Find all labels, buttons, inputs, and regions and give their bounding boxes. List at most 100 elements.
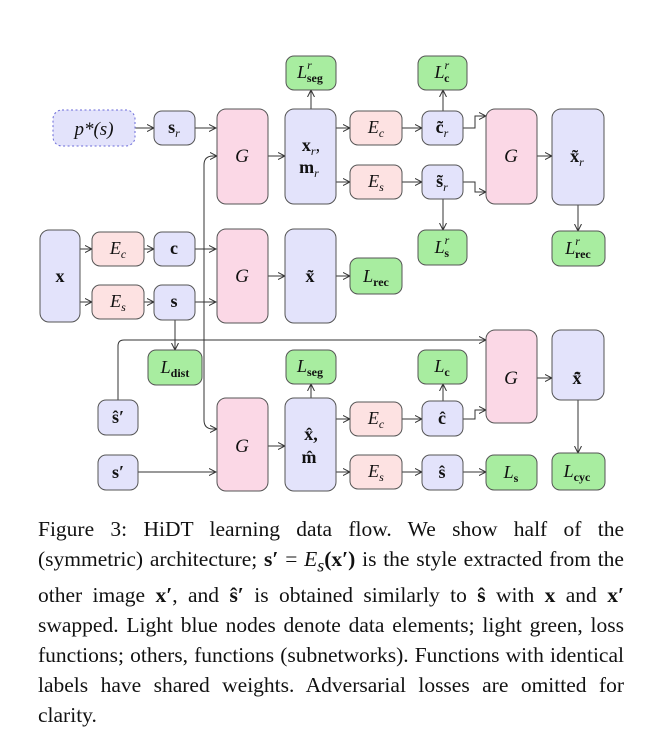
s-box [153,284,196,321]
edge-c-to-g-random [195,156,217,250]
svg-text:sr: sr [168,117,180,140]
encoder-content-x-node: Ec [91,231,145,267]
x-tilde-r-box [551,108,605,206]
svg-text:Es: Es [367,171,384,194]
encoder-content-hat-node: Ec [349,401,403,437]
loss-dist-node: Ldist [147,349,203,386]
loss-seg-box [285,349,337,385]
c-hat-node: ĉ [421,400,464,437]
caption-text-5: with [485,583,545,608]
s-hat-prime-label: ŝ′ [112,407,124,427]
s-prime-label: s′ [112,462,124,482]
s-hat-box [421,454,464,491]
c-tilde-r-box [421,110,464,146]
svg-text:Ec: Ec [109,238,127,261]
x-hat-tilde-node: x̂̃ [551,329,605,401]
mhat-label: m̂ [302,447,317,467]
caption-text-7: swapped. Light blue nodes denote data el… [38,613,624,728]
generator-random-node: G [216,108,269,205]
c-box [153,231,196,267]
svg-text:Lcyc: Lcyc [563,461,591,484]
loss-cyc-node: Lcyc [551,452,606,491]
s-prime-node: s′ [97,454,139,491]
svg-text:Ldist: Ldist [160,357,190,380]
svg-text:Lrc: Lrc [433,58,450,85]
caption-text-2: is the style extracted from the other im… [38,547,624,608]
loss-c-r-box [417,55,468,91]
xr-mr-box [284,108,337,205]
generator-cyc-label: G [504,368,518,389]
caption-text-1: Figure 3: HiDT learning data flow. We sh… [38,517,624,571]
svg-text:Es: Es [367,461,384,484]
s-hat-label: ŝ [438,462,445,482]
s-hat-prime-box [97,399,139,436]
xhat-label: x̂, [304,424,318,444]
c-tilde-r-node: c̃r [421,110,464,146]
caption-x-prime: x′ [155,583,173,608]
generator-swap-box [216,397,269,492]
loss-seg-node: Lseg [285,349,337,385]
generator-swap-label: G [235,436,249,457]
svg-text:Lrs: Lrs [434,233,450,260]
svg-text:Ec: Ec [367,117,385,140]
s-r-node: sr [153,110,196,146]
caption-text-4: is obtained similarly to [243,583,478,608]
encoder-style-r-node: Es [349,164,403,200]
loss-s-box [485,454,538,491]
caption-s-hat: ŝ [477,583,486,608]
generator-recon-label: G [235,266,249,287]
loss-s-node: Ls [485,454,538,491]
xhat-mhat-node: x̂, m̂ [284,397,337,492]
generator-recon-box [216,228,269,324]
loss-rec-node: Lrec [349,257,403,295]
svg-text:Ls: Ls [503,462,519,485]
caption-text-6: and [555,583,608,608]
svg-text:c̃r: c̃r [436,117,449,140]
loss-dist-box [147,349,203,386]
encoder-content-r-box [349,110,403,146]
s-r-box [153,110,196,146]
encoder-content-hat-box [349,401,403,437]
x-tilde-r-node: x̃r [551,108,605,206]
c-hat-label: ĉ [438,408,446,428]
loss-rec-r-box [551,230,606,267]
generator-swap-node: G [216,397,269,492]
svg-text:Lc: Lc [433,356,450,379]
generator-r2-box [485,108,538,205]
figure-caption: Figure 3: HiDT learning data flow. We sh… [38,514,624,730]
svg-text:Es: Es [109,291,126,314]
loss-seg-r-box [285,55,337,91]
prior-box [52,109,136,147]
caption-s-prime: s′ [264,547,279,571]
generator-r2-label: G [504,146,518,167]
edge-ctr-to-g2 [463,116,486,129]
generator-cyc-node: G [485,329,538,424]
c-hat-box [421,400,464,437]
generator-cyc-box [485,329,538,424]
caption-es: E [304,547,318,571]
caption-es-arg: (x′) [324,547,356,571]
encoder-style-hat-node: Es [349,454,403,490]
prior-node: p*(s) [52,109,136,147]
s-prime-box [97,454,139,491]
svg-text:Ec: Ec [367,408,385,431]
encoder-style-r-box [349,164,403,200]
x-hat-tilde-box [551,329,605,401]
caption-x-prime-2: x′ [607,583,624,608]
edge-shatprime-to-gcyc [117,340,486,400]
svg-text:s̃r: s̃r [436,171,448,194]
svg-text:xr,: xr, [302,135,320,158]
x-tilde-box [284,228,337,324]
edge-str-to-g2 [463,181,486,192]
caption-x: x [544,583,556,608]
s-hat-prime-node: ŝ′ [97,399,139,436]
loss-cyc-box [551,452,606,491]
c-label: c [170,238,178,258]
xr-mr-node: xr, mr [284,108,337,205]
